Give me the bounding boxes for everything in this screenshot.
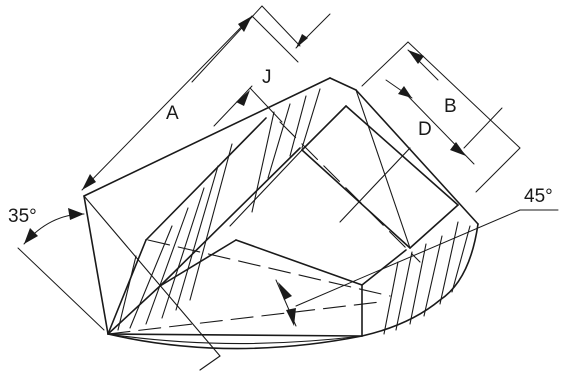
dimension-b-label: B	[444, 96, 457, 117]
hidden-lines	[107, 121, 421, 335]
dimension-a-label: A	[166, 103, 179, 124]
angle-45-dimension	[275, 209, 559, 327]
angle-35-label: 35°	[8, 206, 37, 227]
dimension-j	[213, 85, 283, 127]
dimension-d	[385, 79, 475, 165]
section-hatching	[117, 88, 471, 335]
angle-35-dimension	[17, 208, 105, 331]
dimension-d-label: D	[418, 119, 432, 140]
construction-lines	[83, 147, 411, 371]
socket-end	[159, 89, 459, 337]
dimension-j-label: J	[262, 67, 272, 88]
dimension-a	[81, 5, 331, 191]
angle-45-label: 45°	[524, 186, 553, 207]
dimension-b	[361, 41, 521, 193]
fitting-outline	[83, 77, 479, 350]
